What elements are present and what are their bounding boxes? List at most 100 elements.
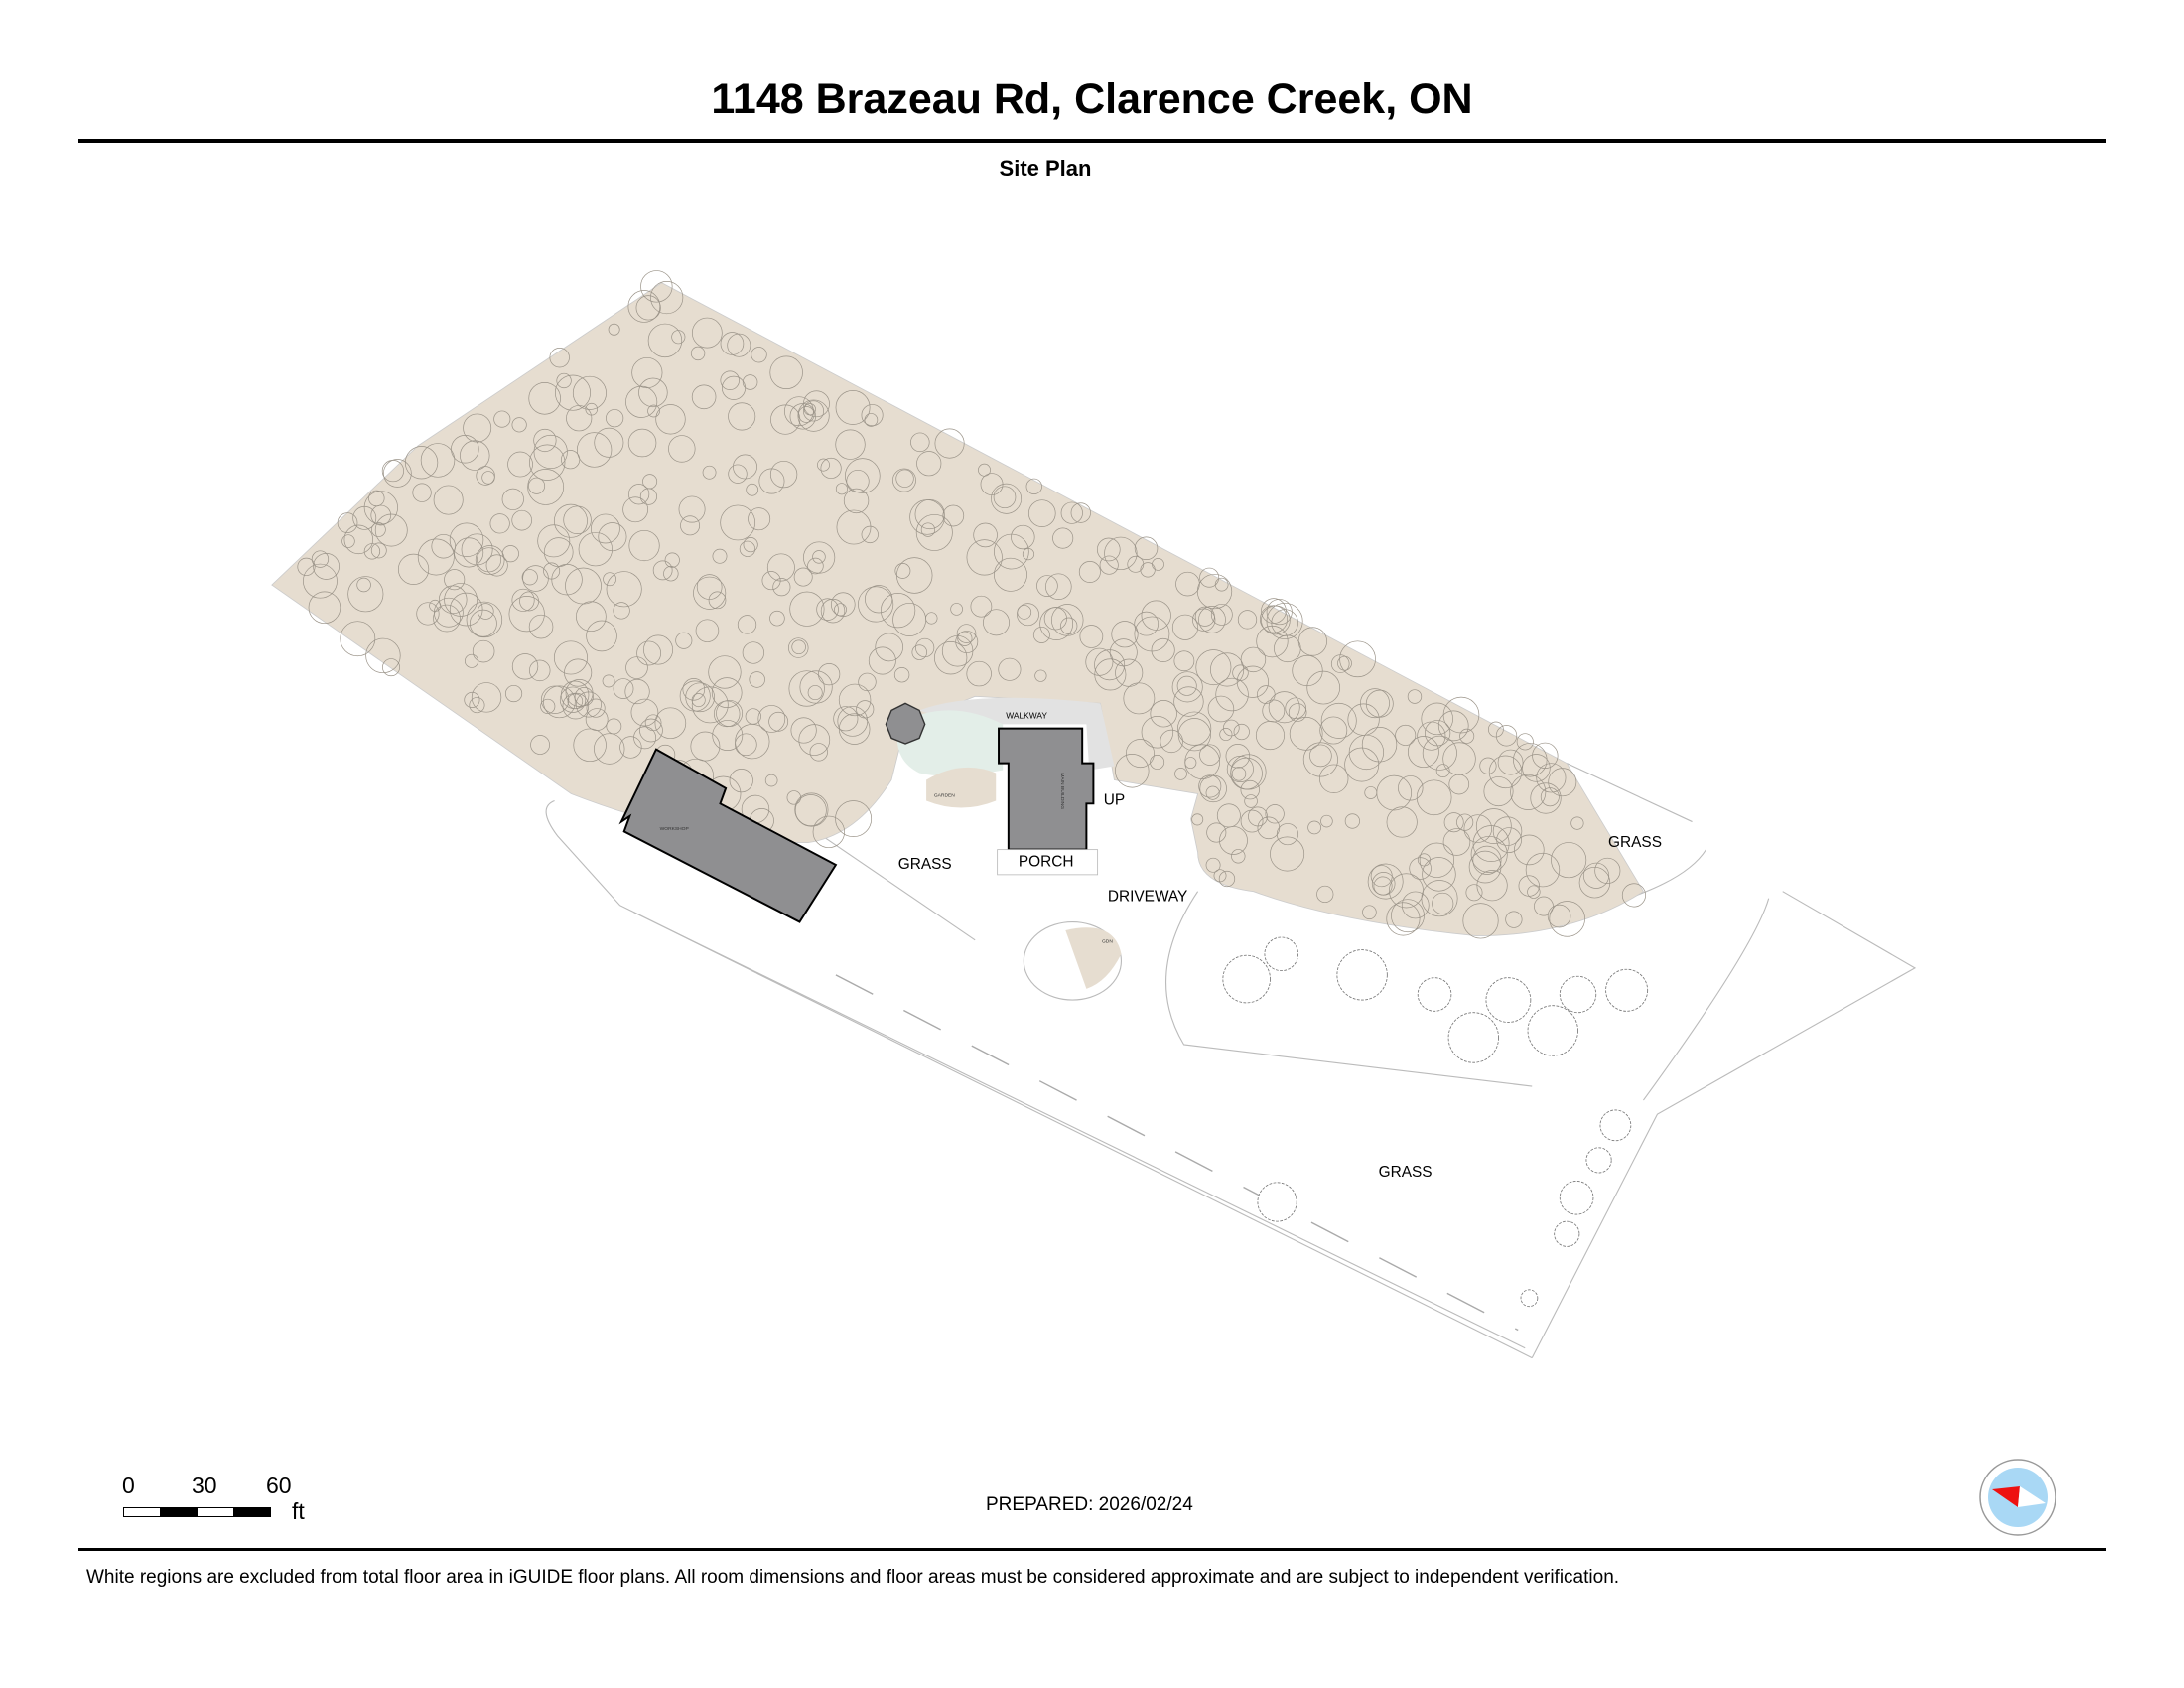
tree-icon xyxy=(1115,658,1144,687)
tree-icon xyxy=(1207,695,1235,723)
tree-icon xyxy=(374,513,408,547)
tree-icon xyxy=(843,488,870,514)
tree-icon xyxy=(942,504,965,527)
tree-icon xyxy=(356,577,371,593)
tree-icon xyxy=(772,578,791,597)
tree-icon xyxy=(627,484,650,505)
tree-icon xyxy=(713,700,741,728)
tree-icon xyxy=(1432,892,1454,914)
tree-icon xyxy=(1198,606,1226,633)
tree-icon xyxy=(504,684,523,703)
tree-icon xyxy=(521,569,538,586)
tree-icon xyxy=(594,427,624,458)
compass-needle-south xyxy=(2018,1486,2046,1507)
tree-icon xyxy=(308,591,341,625)
tree-icon xyxy=(1336,949,1388,1001)
tree-icon xyxy=(1330,654,1350,673)
tree-icon xyxy=(1339,640,1376,678)
tree-icon xyxy=(1109,638,1138,667)
tree-icon xyxy=(816,598,839,621)
tree-icon xyxy=(1599,1109,1632,1142)
label-walkway: WALKWAY xyxy=(1006,711,1047,721)
tree-icon xyxy=(1198,774,1222,798)
tree-icon xyxy=(1257,816,1281,840)
tree-icon xyxy=(1151,637,1175,662)
tree-icon xyxy=(1266,599,1293,626)
tree-icon xyxy=(647,404,660,418)
tree-icon xyxy=(1344,813,1360,829)
tree-icon xyxy=(1216,803,1241,828)
tree-icon xyxy=(397,553,430,585)
tree-icon xyxy=(893,667,910,683)
tree-icon xyxy=(370,522,386,537)
tree-icon xyxy=(433,604,461,633)
scale-unit: ft xyxy=(292,1498,305,1524)
tree-icon xyxy=(477,547,502,573)
tree-icon xyxy=(858,672,877,692)
scale-tick-30: 30 xyxy=(192,1473,217,1498)
tree-icon xyxy=(864,413,879,427)
tree-icon xyxy=(803,400,824,422)
tree-icon xyxy=(1079,625,1104,648)
tree-icon xyxy=(993,557,1027,592)
tree-icon xyxy=(472,639,495,663)
tree-icon xyxy=(627,428,657,458)
tree-icon xyxy=(476,466,495,486)
tree-icon xyxy=(463,413,492,443)
tree-icon xyxy=(1085,647,1114,676)
tree-icon xyxy=(1320,814,1333,828)
tree-icon xyxy=(1240,809,1264,833)
tree-icon xyxy=(444,569,466,591)
tree-icon xyxy=(835,800,873,838)
tree-icon xyxy=(1527,885,1541,899)
tree-icon xyxy=(337,512,358,533)
tree-icon xyxy=(449,592,483,627)
tree-icon xyxy=(1231,849,1246,864)
tree-icon xyxy=(663,566,679,582)
tree-icon xyxy=(1223,719,1240,737)
tree-icon xyxy=(347,576,384,613)
tree-icon xyxy=(1218,870,1236,888)
tree-icon xyxy=(1274,634,1301,663)
tree-icon xyxy=(1078,561,1101,583)
label-up: UP xyxy=(1104,792,1125,809)
compass-needle-north xyxy=(1992,1486,2020,1507)
tree-icon xyxy=(1514,834,1545,866)
tree-icon xyxy=(590,513,620,544)
tree-icon xyxy=(798,724,831,756)
tree-icon xyxy=(340,621,376,657)
tree-icon xyxy=(861,525,879,544)
north-compass: N xyxy=(1950,1452,2057,1537)
tree-icon xyxy=(650,281,684,315)
tree-icon xyxy=(1134,611,1160,636)
gdn-trees xyxy=(1065,927,1122,989)
porch xyxy=(997,849,1099,876)
tree-icon xyxy=(654,707,687,740)
tree-icon xyxy=(675,632,693,649)
tree-icon xyxy=(1419,842,1455,878)
tree-icon xyxy=(798,406,815,423)
tree-icon xyxy=(728,402,756,431)
tree-icon xyxy=(1522,754,1551,782)
label-main-building: MAIN BUILDING xyxy=(1059,773,1065,809)
tree-icon xyxy=(915,637,935,658)
label-grass-south: GRASS xyxy=(1379,1164,1433,1181)
tree-icon xyxy=(728,464,748,484)
tree-icon xyxy=(1585,1147,1612,1174)
tree-icon xyxy=(606,409,624,428)
tree-icon xyxy=(748,507,771,531)
tree-icon xyxy=(790,717,817,744)
tree-icon xyxy=(757,705,786,733)
tree-icon xyxy=(892,603,927,636)
tree-icon xyxy=(528,614,554,639)
tree-icon xyxy=(742,641,765,664)
tree-icon xyxy=(598,522,627,552)
tree-icon xyxy=(1226,755,1254,782)
tree-icon xyxy=(627,290,661,323)
tree-icon xyxy=(1570,816,1584,830)
tree-icon xyxy=(1115,754,1150,788)
tree-icon xyxy=(481,471,495,485)
tree-icon xyxy=(743,537,758,553)
tree-icon xyxy=(475,545,505,575)
tree-icon xyxy=(909,499,945,535)
